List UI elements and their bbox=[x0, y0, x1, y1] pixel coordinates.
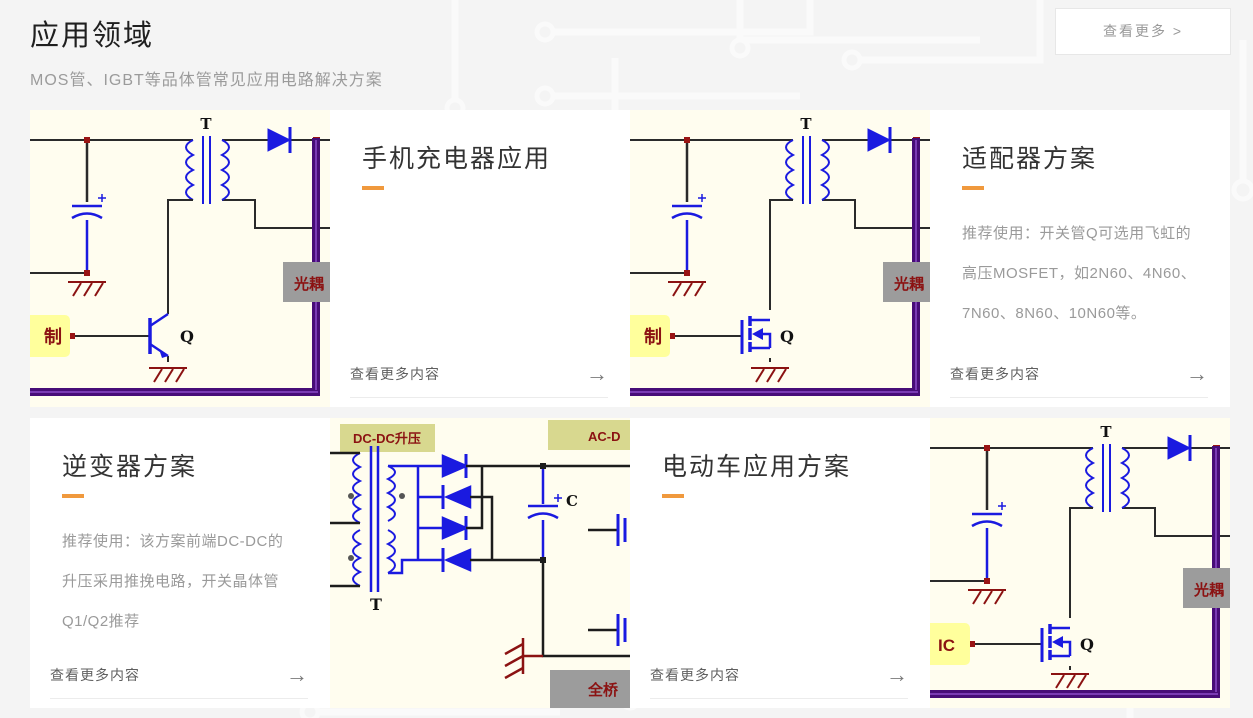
application-cards-grid: T Q bbox=[30, 110, 1230, 708]
ground-symbols bbox=[68, 281, 187, 383]
card-title: 电动车应用方案 bbox=[662, 453, 852, 481]
read-more-label: 查看更多内容 bbox=[650, 667, 740, 683]
control-box bbox=[30, 315, 70, 357]
section-header: 应用领域 MOS管、IGBT等品体管常见应用电路解决方案 查看更多 > bbox=[30, 8, 1231, 90]
accent-bar bbox=[362, 186, 384, 190]
circuit-card-flyback-mosfet-ic[interactable]: T Q bbox=[930, 418, 1230, 708]
control-box bbox=[630, 315, 670, 357]
page-title: 应用领域 bbox=[30, 20, 155, 52]
circuit-card-dcdc-boost[interactable]: DC-DC升压 AC-D T bbox=[330, 418, 630, 708]
read-more-link[interactable]: 查看更多内容 → bbox=[50, 662, 308, 699]
bridge-label: 全桥 bbox=[587, 681, 619, 699]
diode bbox=[1167, 435, 1192, 461]
read-more-link[interactable]: 查看更多内容 → bbox=[650, 662, 908, 699]
transformer-label: T bbox=[1100, 423, 1112, 441]
ground-symbols bbox=[968, 589, 1089, 689]
arrow-right-icon: → bbox=[886, 662, 908, 687]
mosfet-transistor bbox=[1040, 624, 1072, 662]
bjt-transistor bbox=[148, 312, 169, 358]
circuit-card-flyback-bjt[interactable]: T Q bbox=[30, 110, 330, 407]
accent-bar bbox=[962, 186, 984, 190]
flyback-mosfet-ic-circuit-diagram: T Q bbox=[930, 418, 1230, 708]
dcdc-boost-circuit-diagram: DC-DC升压 AC-D T bbox=[330, 418, 630, 708]
capacitor bbox=[71, 140, 106, 273]
dcdc-label: DC-DC升压 bbox=[353, 431, 421, 446]
card-description: 推荐使用：该方案前端DC-DC的升压采用推挽电路，开关晶体管Q1/Q2推荐 bbox=[62, 533, 284, 630]
flyback-mosfet-circuit-diagram: T Q bbox=[630, 110, 930, 407]
arrow-right-icon: → bbox=[286, 662, 308, 687]
app-card-inverter[interactable]: 逆变器方案 推荐使用：该方案前端DC-DC的升压采用推挽电路，开关晶体管Q1/Q… bbox=[30, 418, 330, 708]
capacitor bbox=[971, 448, 1006, 581]
card-description: 推荐使用：开关管Q可选用飞虹的高压MOSFET，如2N60、4N60、7N60、… bbox=[962, 225, 1197, 322]
switch-label: Q bbox=[180, 327, 194, 346]
accent-bar bbox=[662, 494, 684, 498]
optocoupler-box bbox=[883, 262, 930, 302]
transformer-label: T bbox=[800, 115, 812, 133]
optocoupler-box bbox=[1183, 568, 1230, 608]
read-more-label: 查看更多内容 bbox=[350, 366, 440, 382]
transformer-label: T bbox=[200, 115, 212, 133]
ground-symbol bbox=[504, 638, 543, 680]
bridge-mosfet-stubs bbox=[616, 514, 627, 646]
transformer bbox=[330, 446, 405, 592]
bridge-label-box bbox=[550, 670, 630, 708]
dcdc-label-box bbox=[340, 424, 435, 452]
app-card-adapter[interactable]: 适配器方案 推荐使用：开关管Q可选用飞虹的高压MOSFET，如2N60、4N60… bbox=[930, 110, 1230, 407]
read-more-link[interactable]: 查看更多内容 → bbox=[350, 361, 608, 398]
transformer bbox=[1070, 444, 1130, 512]
rectifier-diodes bbox=[388, 454, 472, 575]
capacitor bbox=[671, 140, 706, 273]
diode bbox=[867, 127, 892, 153]
read-more-label: 查看更多内容 bbox=[950, 366, 1040, 382]
card-title: 适配器方案 bbox=[962, 145, 1098, 173]
card-title: 逆变器方案 bbox=[62, 453, 198, 481]
card-title: 手机充电器应用 bbox=[362, 145, 552, 173]
diode bbox=[267, 127, 292, 153]
transformer bbox=[168, 136, 230, 204]
ic-box-label: IC bbox=[938, 636, 955, 655]
optocoupler-box bbox=[283, 262, 330, 302]
capacitor bbox=[527, 466, 562, 560]
flyback-bjt-circuit-diagram: T Q bbox=[30, 110, 330, 407]
acdc-label: AC-D bbox=[588, 429, 621, 444]
optocoupler-label: 光耦 bbox=[293, 275, 324, 293]
junction-dots bbox=[540, 463, 546, 563]
switch-label: Q bbox=[1080, 635, 1094, 654]
optocoupler-label: 光耦 bbox=[893, 275, 924, 293]
ic-box bbox=[930, 623, 970, 665]
page-subtitle: MOS管、IGBT等品体管常见应用电路解决方案 bbox=[30, 72, 383, 89]
control-box-label: 制 bbox=[44, 327, 62, 347]
app-card-phone-charger[interactable]: 手机充电器应用 查看更多内容 → bbox=[330, 110, 630, 407]
arrow-right-icon: → bbox=[1186, 361, 1208, 386]
switch-label: Q bbox=[780, 327, 794, 346]
read-more-label: 查看更多内容 bbox=[50, 667, 140, 683]
circuit-card-flyback-mosfet[interactable]: T Q bbox=[630, 110, 930, 407]
capacitor-label: C bbox=[566, 492, 578, 510]
transformer bbox=[770, 136, 830, 204]
view-more-button[interactable]: 查看更多 > bbox=[1055, 8, 1231, 55]
ground-symbols bbox=[668, 281, 789, 383]
arrow-right-icon: → bbox=[586, 361, 608, 386]
read-more-link[interactable]: 查看更多内容 → bbox=[950, 361, 1208, 398]
transformer-label: T bbox=[370, 595, 382, 614]
accent-bar bbox=[62, 494, 84, 498]
mosfet-transistor bbox=[740, 316, 772, 354]
control-box-label: 制 bbox=[644, 327, 662, 347]
optocoupler-label: 光耦 bbox=[1193, 581, 1224, 599]
acdc-label-box bbox=[548, 420, 630, 450]
app-card-electric-vehicle[interactable]: 电动车应用方案 查看更多内容 → bbox=[630, 418, 930, 708]
